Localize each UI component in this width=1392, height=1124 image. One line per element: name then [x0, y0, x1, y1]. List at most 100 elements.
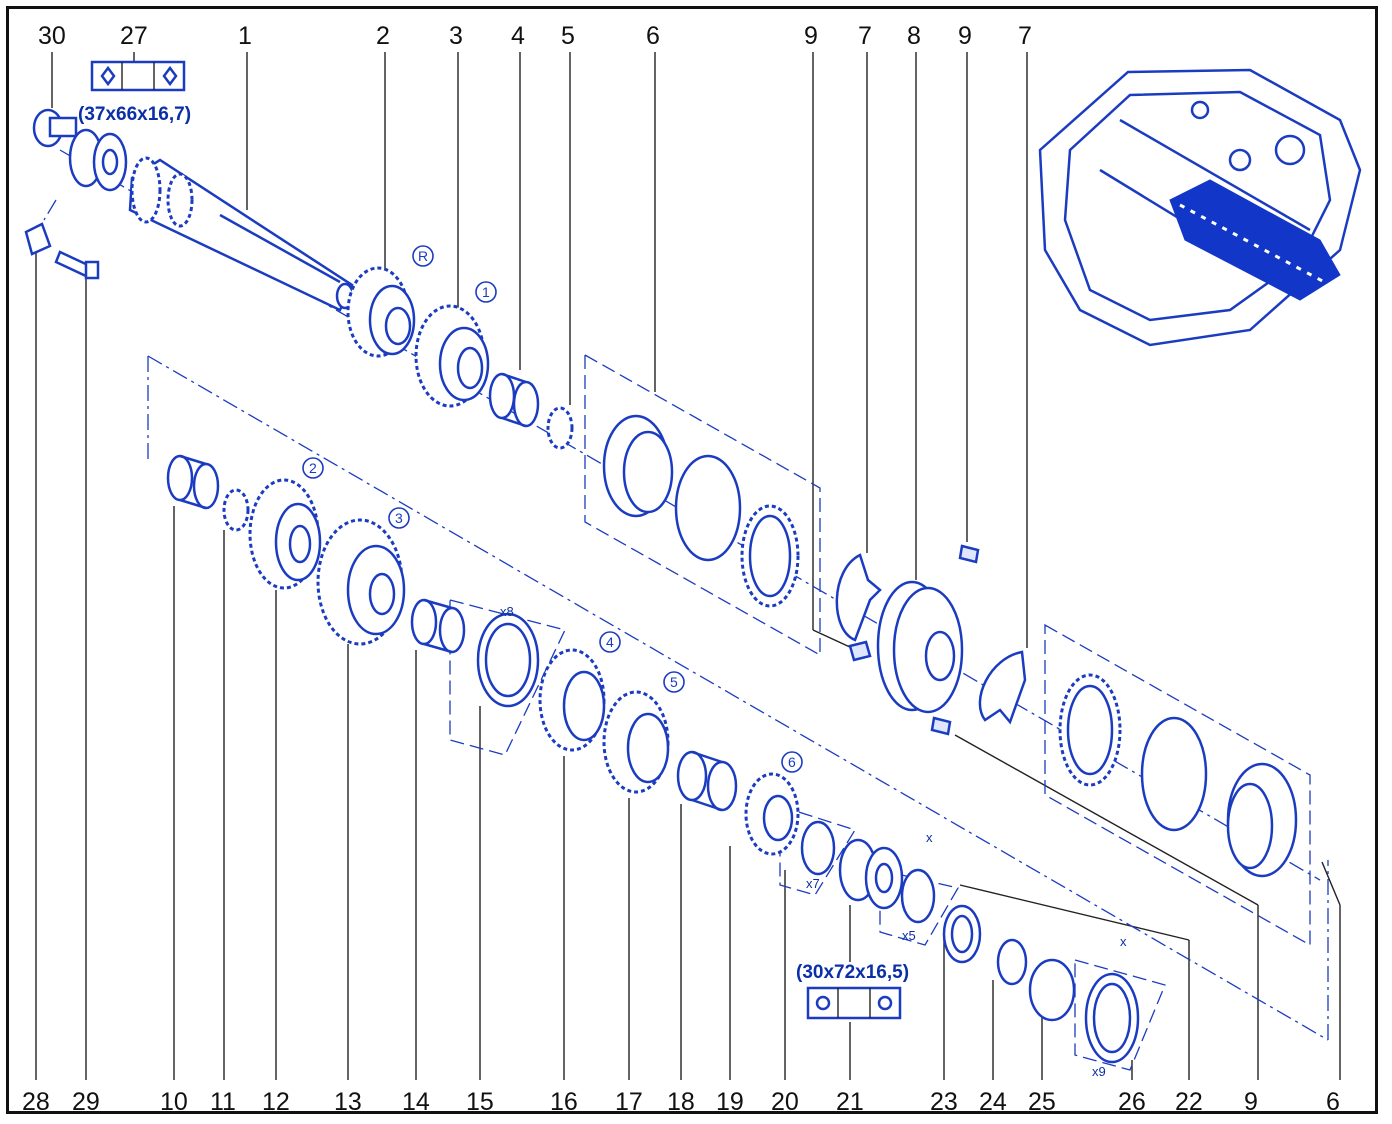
circlip-20-quantity: x7 [806, 876, 820, 891]
part-9-key-a [848, 640, 872, 662]
bearing-symbol-icon [162, 65, 178, 87]
label-12: 12 [262, 1088, 290, 1116]
label-30: 30 [38, 22, 66, 50]
label-7-top-b: 7 [1018, 22, 1032, 50]
part-25-half-ring [1028, 958, 1076, 1022]
part-2-reverse-gear: R [346, 245, 434, 358]
label-24: 24 [979, 1088, 1007, 1116]
part-7-spring-b [978, 650, 1027, 725]
part-11-needle-bearing [222, 488, 250, 532]
label-17: 17 [615, 1088, 643, 1116]
label-9-top-a: 9 [804, 22, 818, 50]
label-9-bottom: 9 [1244, 1088, 1258, 1116]
part-5-needle-bearing [546, 406, 574, 450]
label-8: 8 [907, 22, 921, 50]
part-14-bushing [410, 598, 466, 654]
part-12-second-gear: 2 [248, 457, 324, 590]
label-9-top-b: 9 [958, 22, 972, 50]
gearbox-inset-illustration [1038, 68, 1362, 347]
part-15-thrust-washer: x8 [476, 604, 540, 708]
reverse-mark-text: R [418, 248, 428, 264]
gear-3-mark-text: 3 [395, 510, 403, 526]
bearing-symbol-icon [815, 995, 831, 1011]
gear-4-mark-text: 4 [606, 634, 614, 650]
label-29: 29 [72, 1088, 100, 1116]
part-6-synchro-set-top [602, 414, 800, 608]
clearance-mark-a: x [926, 830, 933, 845]
part-18-bushing [676, 750, 738, 812]
part-23-washer [942, 904, 982, 964]
label-21: 21 [836, 1088, 864, 1116]
washer-15-quantity: x8 [500, 604, 514, 619]
part-4-bushing [488, 372, 540, 428]
label-1: 1 [238, 22, 252, 50]
reverse-mark [412, 245, 434, 267]
gear-1-mark-text: 1 [482, 284, 490, 300]
label-13: 13 [334, 1088, 362, 1116]
gear-3-mark [388, 507, 410, 529]
part-9-key-c [930, 716, 952, 736]
leader-lines-top [51, 52, 1028, 649]
mounting-boss [1190, 100, 1210, 120]
label-22: 22 [1175, 1088, 1203, 1116]
shim-26-quantity: x9 [1092, 1064, 1106, 1079]
label-18: 18 [667, 1088, 695, 1116]
label-2: 2 [376, 22, 390, 50]
bearing-symbol-icon [877, 995, 893, 1011]
bearing-27-spec: (37x66x16,7) [78, 60, 191, 125]
part-22-snap-ring: x5 x [900, 830, 936, 943]
bearing-21-spec: (30x72x16,5) [796, 962, 909, 1020]
gear-5-mark [663, 671, 685, 693]
part-1-input-shaft [128, 156, 355, 312]
bottom-labels: 28 29 10 11 12 13 14 15 16 17 18 19 20 2… [22, 1088, 1340, 1116]
leader-lines-bottom [35, 252, 1341, 1080]
label-28: 28 [22, 1088, 50, 1116]
label-16: 16 [550, 1088, 578, 1116]
part-10-bushing [166, 454, 220, 510]
label-10: 10 [160, 1088, 188, 1116]
label-7-top-a: 7 [858, 22, 872, 50]
label-5: 5 [561, 22, 575, 50]
gear-4-mark [599, 631, 621, 653]
label-14: 14 [402, 1088, 430, 1116]
part-6-synchro-set-bottom [1058, 673, 1298, 878]
part-8-synchro-hub [876, 580, 964, 714]
top-labels: 30 27 1 2 3 4 5 6 9 7 8 9 7 [38, 22, 1032, 50]
part-13-third-gear: 3 [316, 507, 410, 646]
label-6-bottom: 6 [1326, 1088, 1340, 1116]
part-21-bearing [838, 838, 904, 910]
label-6-top: 6 [646, 22, 660, 50]
part-30-flange [32, 108, 78, 148]
label-19: 19 [716, 1088, 744, 1116]
gear-2-mark-text: 2 [309, 460, 317, 476]
gear-1-mark [475, 281, 497, 303]
diagram-frame [6, 6, 1378, 1114]
label-23: 23 [930, 1088, 958, 1116]
snap-ring-22-quantity: x5 [902, 928, 916, 943]
part-27-bearing [68, 128, 128, 192]
part-17-fifth-gear: 5 [602, 671, 685, 794]
gear-6-mark [781, 751, 803, 773]
part-28-lock-plate [24, 222, 52, 256]
highlighted-shaft-assembly [1169, 179, 1341, 301]
part-26-shim: x9 x [1084, 934, 1140, 1079]
part-24-circlip [996, 938, 1028, 986]
part-29-bolt [54, 250, 100, 280]
part-19-sixth-gear: 6 [744, 751, 803, 856]
selector-housing [1274, 134, 1306, 166]
part-16-fourth-gear: 4 [538, 631, 621, 752]
clearance-mark-b: x [1120, 934, 1127, 949]
part-20-circlip: x7 [800, 820, 836, 891]
label-26: 26 [1118, 1088, 1146, 1116]
label-4: 4 [511, 22, 525, 50]
gear-6-mark-text: 6 [788, 754, 796, 770]
part-7-spring-a [835, 553, 882, 642]
bearing-symbol-icon [100, 65, 116, 87]
label-11: 11 [210, 1088, 236, 1116]
selector-housing [1228, 148, 1252, 172]
label-15: 15 [466, 1088, 494, 1116]
label-27: 27 [120, 22, 148, 50]
part-9-key-b [958, 544, 980, 564]
